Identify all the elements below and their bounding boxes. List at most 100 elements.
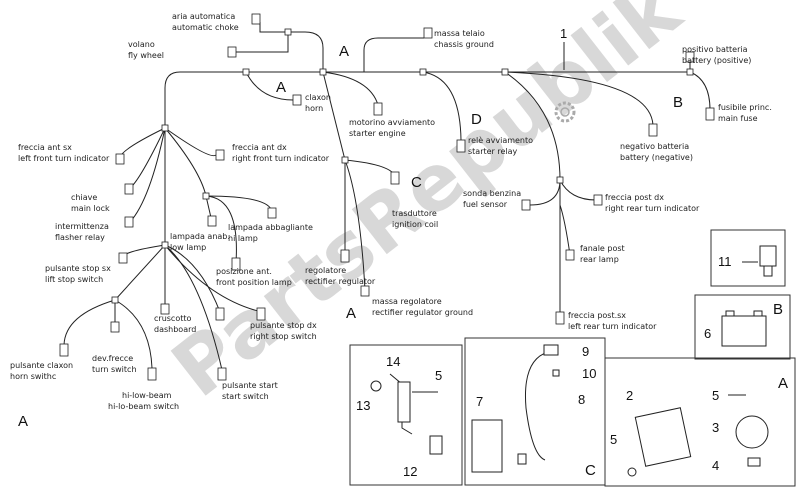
label-chiave-en: main lock bbox=[71, 204, 110, 213]
label-hi-low-en: hi-lo-beam switch bbox=[108, 402, 179, 411]
label-start-it: pulsante start bbox=[222, 381, 278, 390]
letter-c-panel: C bbox=[585, 462, 596, 479]
callout-7: 7 bbox=[476, 394, 483, 409]
cap-icon bbox=[543, 344, 559, 356]
horn-icon bbox=[735, 415, 769, 449]
label-freccia-post-sx-it: freccia post.sx bbox=[568, 311, 626, 320]
coil-icon bbox=[471, 419, 503, 473]
panel-battery: 6 B bbox=[694, 294, 791, 360]
nut-icon bbox=[370, 380, 382, 392]
label-positivo-en: battery (positive) bbox=[682, 56, 751, 65]
label-freccia-post-sx-en: left rear turn indicator bbox=[568, 322, 657, 331]
label-sonda-en: fuel sensor bbox=[463, 200, 508, 209]
label-sonda-it: sonda benzina bbox=[463, 189, 521, 198]
label-motorino-en: starter engine bbox=[349, 129, 406, 138]
callout-13: 13 bbox=[356, 398, 370, 413]
callout-6: 6 bbox=[704, 326, 711, 341]
label-stop-sx-it: pulsante stop sx bbox=[45, 264, 111, 273]
callout-9: 9 bbox=[582, 344, 589, 359]
label-abbagliante-en: hi lamp bbox=[228, 234, 258, 243]
connector-icon bbox=[429, 435, 443, 455]
label-trasduttore-en: ignition coil bbox=[392, 220, 438, 229]
junction-nodes bbox=[111, 28, 694, 304]
callout-3: 3 bbox=[712, 420, 719, 435]
label-fanale-it: fanale post bbox=[580, 244, 625, 253]
label-stop-dx-en: right stop switch bbox=[250, 332, 317, 341]
label-dev-frecce-en: turn switch bbox=[92, 365, 137, 374]
label-intermittenza-en: flasher relay bbox=[55, 233, 105, 242]
label-freccia-ant-sx-it: freccia ant sx bbox=[18, 143, 72, 152]
label-aria-en: automatic choke bbox=[172, 23, 239, 32]
callout-1: 1 bbox=[560, 26, 567, 41]
gear-icon bbox=[554, 101, 576, 123]
label-negativo-it: negativo batteria bbox=[620, 142, 689, 151]
label-stop-dx-it: pulsante stop dx bbox=[250, 321, 317, 330]
panel-ignition: C 9 10 8 7 15 bbox=[464, 337, 606, 486]
label-start-en: start switch bbox=[222, 392, 269, 401]
letter-c-top: C bbox=[411, 174, 422, 191]
label-freccia-ant-dx-it: freccia ant dx bbox=[232, 143, 287, 152]
label-claxon-switch-en: horn swithc bbox=[10, 372, 56, 381]
label-rele-en: starter relay bbox=[468, 147, 518, 156]
callout-2: 2 bbox=[626, 388, 633, 403]
label-cruscotto-it: cruscotto bbox=[154, 314, 191, 323]
label-regolatore-en: rectifier regulator bbox=[305, 277, 376, 286]
label-volano-it: volano bbox=[128, 40, 155, 49]
callout-5-regulator: 5 bbox=[610, 432, 617, 447]
label-intermittenza-it: intermittenza bbox=[55, 222, 109, 231]
letter-d: D bbox=[471, 111, 482, 128]
label-freccia-post-dx-en: right rear turn indicator bbox=[605, 204, 700, 213]
panel-relay: 11 bbox=[710, 229, 786, 287]
label-massa-telaio-it: massa telaio bbox=[434, 29, 485, 38]
label-cruscotto-en: dashboard bbox=[154, 325, 196, 334]
letter-a-panel: A bbox=[778, 375, 788, 392]
label-volano-en: fly wheel bbox=[128, 51, 164, 60]
callout-5-horn: 5 bbox=[712, 388, 719, 403]
label-hi-low-it: hi-low-beam bbox=[122, 391, 172, 400]
panel-regulator-horn: A 2 5 3 5 4 bbox=[604, 357, 796, 487]
label-freccia-post-dx-it: freccia post dx bbox=[605, 193, 664, 202]
panel-bracket: 14 5 13 12 bbox=[349, 344, 463, 486]
letter-b-top: B bbox=[673, 94, 683, 111]
callout-8: 8 bbox=[578, 392, 585, 407]
label-regolatore-it: regolatore bbox=[305, 266, 346, 275]
harness-wires bbox=[63, 22, 711, 371]
battery-icon bbox=[721, 315, 767, 347]
label-posizione-en: front position lamp bbox=[216, 278, 292, 287]
regulator-icon bbox=[634, 407, 692, 467]
label-fusibile-en: main fuse bbox=[718, 114, 758, 123]
label-motorino-it: motorino avviamento bbox=[349, 118, 435, 127]
label-stop-sx-en: lift stop switch bbox=[45, 275, 103, 284]
section-letters: A A D B C A A 1 bbox=[18, 26, 683, 430]
label-negativo-en: battery (negative) bbox=[620, 153, 693, 162]
letter-b-battery: B bbox=[773, 301, 783, 318]
label-fusibile-it: fusibile princ. bbox=[718, 103, 772, 112]
label-aria-it: aria automatica bbox=[172, 12, 235, 21]
label-claxon-switch-it: pulsante claxon bbox=[10, 361, 73, 370]
label-claxon-it: claxon bbox=[305, 93, 331, 102]
label-massa-regolatore-it: massa regolatore bbox=[372, 297, 442, 306]
label-massa-regolatore-en: rectifier regulator ground bbox=[372, 308, 473, 317]
callout-4: 4 bbox=[712, 458, 719, 473]
label-freccia-ant-dx-en: right front turn indicator bbox=[232, 154, 330, 163]
bracket-icon bbox=[397, 381, 411, 423]
callout-12: 12 bbox=[403, 464, 417, 479]
label-freccia-ant-sx-en: left front turn indicator bbox=[18, 154, 110, 163]
callout-11: 11 bbox=[718, 254, 732, 269]
label-abbagliante-it: lampada abbagliante bbox=[228, 223, 313, 232]
label-massa-telaio-en: chassis ground bbox=[434, 40, 494, 49]
label-claxon-en: horn bbox=[305, 104, 323, 113]
label-dev-frecce-it: dev.frecce bbox=[92, 354, 133, 363]
label-rele-it: relè avviamento bbox=[468, 135, 533, 145]
label-positivo-it: positivo batteria bbox=[682, 45, 748, 54]
callout-5-bracket: 5 bbox=[435, 368, 442, 383]
connector-boxes bbox=[59, 13, 715, 381]
wiring-labels: aria automatica automatic choke volano f… bbox=[10, 12, 772, 411]
label-lampada-anab-it: lampada anab. bbox=[170, 232, 230, 241]
label-trasduttore-it: trasduttore bbox=[392, 209, 437, 218]
label-fanale-en: rear lamp bbox=[580, 255, 619, 264]
label-lampada-anab-en: low lamp bbox=[170, 243, 206, 252]
relay-icon bbox=[759, 245, 777, 267]
letter-a-mid: A bbox=[339, 43, 349, 60]
